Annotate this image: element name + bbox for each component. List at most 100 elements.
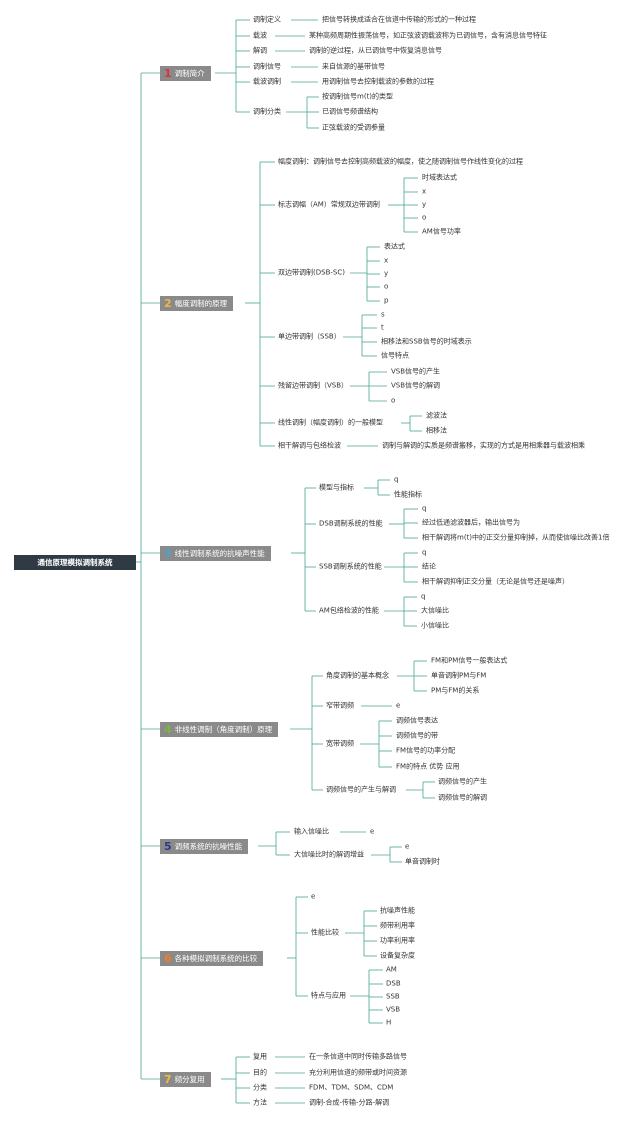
s2-vsb[interactable]: 残留边带调制（VSB） xyxy=(278,381,349,390)
s4-gen-c0: 调频信号的产生 xyxy=(438,777,487,786)
s6-app[interactable]: 特点与应用 xyxy=(311,991,346,1000)
s7-mux-desc: 在一条信道中同时传输多路信号 xyxy=(309,1052,407,1061)
s2-ssb-c0: s xyxy=(381,310,385,319)
section-2-title: 幅度调制的原理 xyxy=(174,299,228,308)
s4-wide[interactable]: 宽带调频 xyxy=(326,739,354,748)
s4-gen-c1: 调频信号的解调 xyxy=(438,793,487,802)
s5-gain[interactable]: 大信噪比时的解调增益 xyxy=(294,850,364,859)
s5-gain-c0: e xyxy=(405,842,410,851)
s2-dsb-c0: 表达式 xyxy=(384,242,405,251)
s1-carrier[interactable]: 载波 xyxy=(253,31,267,40)
s4-wide-c0: 调频信号表达 xyxy=(396,716,438,725)
s6-app-c3: VSB xyxy=(386,1005,401,1014)
s3-dsb-c0: q xyxy=(422,504,427,513)
s4-gen[interactable]: 调频信号的产生与解调 xyxy=(326,785,396,794)
s2-vsb-c1: VSB信号的解调 xyxy=(391,381,441,390)
s2-dsb-c3: o xyxy=(384,282,389,291)
section-1-title: 调制简介 xyxy=(174,69,205,78)
s6-perf-c0: 抗噪声性能 xyxy=(380,906,415,915)
s4-wide-c2: FM信号的功率分配 xyxy=(396,746,456,755)
s4-basic-c2: PM与FM的关系 xyxy=(431,686,480,695)
s1-demod[interactable]: 解调 xyxy=(253,46,267,55)
s3-ssb-c0: q xyxy=(422,548,427,557)
s2-vsb-c0: VSB信号的产生 xyxy=(391,367,441,376)
s4-basic[interactable]: 角度调制的基本概念 xyxy=(326,671,389,680)
s2-ssb[interactable]: 单边带调制（SSB） xyxy=(278,332,341,341)
s7-goal[interactable]: 目的 xyxy=(253,1068,267,1077)
s2-ssb-c3: 信号特点 xyxy=(381,351,409,360)
section-5-title: 调频系统的抗噪性能 xyxy=(174,842,243,851)
s2-dsb[interactable]: 双边带调制(DSB-SC) xyxy=(278,268,345,277)
s2-am-c1: x xyxy=(422,187,427,196)
s4-wide-c1: 调频信号的带 xyxy=(396,731,438,740)
s1-def[interactable]: 调制定义 xyxy=(253,15,281,24)
s2-dsb-c4: p xyxy=(384,296,389,305)
s3-dsb[interactable]: DSB调制系统的性能 xyxy=(319,519,383,528)
s1-cls[interactable]: 调制分类 xyxy=(253,107,281,116)
s4-narrow-c: e xyxy=(396,701,401,710)
s2-coh-desc: 调制与解调的实质是频谱搬移，实现的方式是用相乘器与载波相乘 xyxy=(382,441,585,450)
s6-perf-c1: 频带利用率 xyxy=(380,921,415,930)
section-4-number: 4 xyxy=(164,723,172,736)
s2-ssb-c2: 相移法和SSB信号的时域表示 xyxy=(381,337,472,346)
s6-perf[interactable]: 性能比较 xyxy=(311,928,339,937)
s2-lin-c1: 相移法 xyxy=(426,426,447,435)
section-7-number: 7 xyxy=(164,1073,172,1086)
s7-method[interactable]: 方法 xyxy=(253,1098,267,1107)
s7-cls[interactable]: 分类 xyxy=(253,1083,267,1092)
s6-perf-c3: 设备复杂度 xyxy=(380,951,415,960)
root-node[interactable]: 通信原理模拟调制系统 xyxy=(14,555,136,570)
s3-am-c2: 小信噪比 xyxy=(421,621,449,630)
s4-basic-c1: 单音调制PM与FM xyxy=(431,671,487,680)
section-7-title: 频分复用 xyxy=(174,1075,205,1084)
s3-ssb-c2: 相干解调抑制正交分量（无论是信号还是噪声） xyxy=(422,577,569,586)
section-1-number: 1 xyxy=(164,67,172,80)
s3-model[interactable]: 模型与指标 xyxy=(319,483,354,492)
s2-ssb-c1: t xyxy=(381,323,384,332)
s7-cls-desc: FDM、TDM、SDM、CDM xyxy=(309,1083,394,1092)
s7-mux[interactable]: 复用 xyxy=(253,1052,267,1061)
s1-cls-1: 按调制信号m(t)的类型 xyxy=(322,92,394,101)
s1-msg-desc: 来自信源的基带信号 xyxy=(322,62,385,71)
s2-am-c3: o xyxy=(422,213,427,222)
s2-coh[interactable]: 相干解调与包络检波 xyxy=(278,441,341,450)
s6-app-c1: DSB xyxy=(386,979,401,988)
s1-cls-3: 正弦载波的受调参量 xyxy=(322,123,385,132)
s3-ssb[interactable]: SSB调制系统的性能 xyxy=(319,562,382,571)
s6-app-c4: H xyxy=(386,1018,392,1027)
s2-am-def: 幅度调制：调制信号去控制高频载波的幅度，使之随调制信号作线性变化的过程 xyxy=(278,157,523,166)
s4-narrow[interactable]: 窄带调频 xyxy=(326,701,354,710)
s7-goal-desc: 充分利用信道的频带或时间资源 xyxy=(309,1068,407,1077)
s2-dsb-c2: y xyxy=(384,269,389,278)
s3-am-c0: q xyxy=(421,592,426,601)
s2-am[interactable]: 标志调幅（AM）常规双边带调制 xyxy=(278,200,380,209)
s2-am-c4: AM信号功率 xyxy=(422,227,461,236)
s2-vsb-c2: o xyxy=(391,396,396,405)
s2-lin[interactable]: 线性调制（幅度调制）的一般模型 xyxy=(278,418,383,427)
s3-dsb-c1: 经过低通滤波器后，输出信号为 xyxy=(422,518,520,527)
s3-model-c0: q xyxy=(394,475,399,484)
s6-app-c2: SSB xyxy=(386,992,400,1001)
s5-in[interactable]: 输入信噪比 xyxy=(294,827,329,836)
s1-cls-2: 已调信号频谱结构 xyxy=(322,107,378,116)
section-3-number: 3 xyxy=(164,547,172,560)
s3-am[interactable]: AM包络检波的性能 xyxy=(319,606,379,615)
s2-am-c2: y xyxy=(422,200,427,209)
s3-model-c1: 性能指标 xyxy=(394,490,422,499)
s1-msg[interactable]: 调制信号 xyxy=(253,62,281,71)
s5-in-c: e xyxy=(370,827,375,836)
s2-dsb-c1: x xyxy=(384,256,389,265)
s1-cmod[interactable]: 载波调制 xyxy=(253,77,281,86)
s1-def-desc: 把信号转换成适合在信道中传输的形式的一种过程 xyxy=(322,15,476,24)
section-6-number: 6 xyxy=(164,952,172,965)
s6-e: e xyxy=(311,892,316,901)
